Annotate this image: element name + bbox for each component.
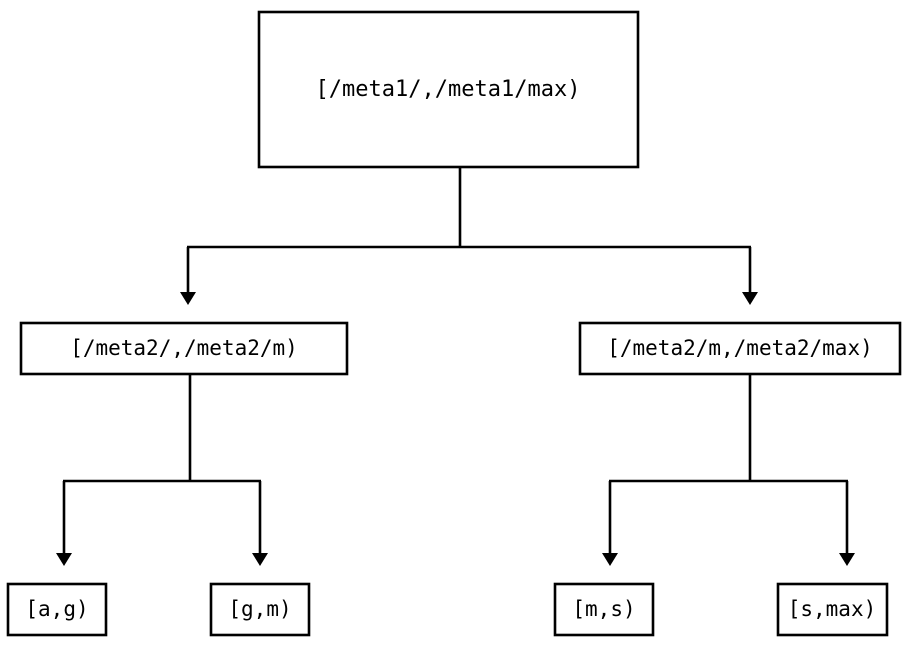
- arrow-to-leaf-s-max-icon: [839, 553, 855, 566]
- node-label-leaf-a-g: [a,g): [25, 597, 88, 621]
- arrow-to-leaf-m-s-icon: [602, 553, 618, 566]
- tree-node-root[interactable]: [/meta1/,/meta1/max): [257, 10, 640, 169]
- tree-node-leaf-s-max[interactable]: [s,max): [776, 582, 889, 637]
- tree-node-mid-left[interactable]: [/meta2/,/meta2/m): [19, 321, 349, 376]
- node-label-leaf-g-m: [g,m): [228, 597, 291, 621]
- arrow-to-leaf-g-m-icon: [252, 553, 268, 566]
- node-box-leaf-g-m[interactable]: [209, 582, 311, 637]
- node-box-leaf-a-g[interactable]: [6, 582, 108, 637]
- node-label-leaf-s-max: [s,max): [788, 597, 877, 621]
- arrow-to-mid-right-icon: [742, 292, 758, 305]
- arrow-heads-layer: [56, 292, 855, 566]
- node-label-mid-left: [/meta2/,/meta2/m): [70, 336, 298, 360]
- connector-mid-left: [62, 374, 262, 553]
- node-label-leaf-m-s: [m,s): [572, 597, 635, 621]
- node-label-root: [/meta1/,/meta1/max): [316, 77, 581, 102]
- node-label-mid-right: [/meta2/m,/meta2/max): [607, 336, 873, 360]
- node-box-mid-left[interactable]: [19, 321, 349, 376]
- arrow-to-mid-left-icon: [180, 292, 196, 305]
- node-box-root[interactable]: [257, 10, 640, 169]
- tree-node-mid-right[interactable]: [/meta2/m,/meta2/max): [578, 321, 902, 376]
- connector-mid-right: [608, 374, 849, 553]
- node-box-leaf-s-max[interactable]: [776, 582, 889, 637]
- node-box-mid-right[interactable]: [578, 321, 902, 376]
- node-box-leaf-m-s[interactable]: [553, 582, 655, 637]
- edges-layer: [62, 167, 849, 553]
- arrow-to-leaf-a-g-icon: [56, 553, 72, 566]
- nodes-layer: [/meta1/,/meta1/max) [/meta2/,/meta2/m) [/…: [6, 10, 902, 637]
- tree-node-leaf-m-s[interactable]: [m,s): [553, 582, 655, 637]
- connector-root: [186, 167, 752, 292]
- tree-node-leaf-g-m[interactable]: [g,m): [209, 582, 311, 637]
- tree-node-leaf-a-g[interactable]: [a,g): [6, 582, 108, 637]
